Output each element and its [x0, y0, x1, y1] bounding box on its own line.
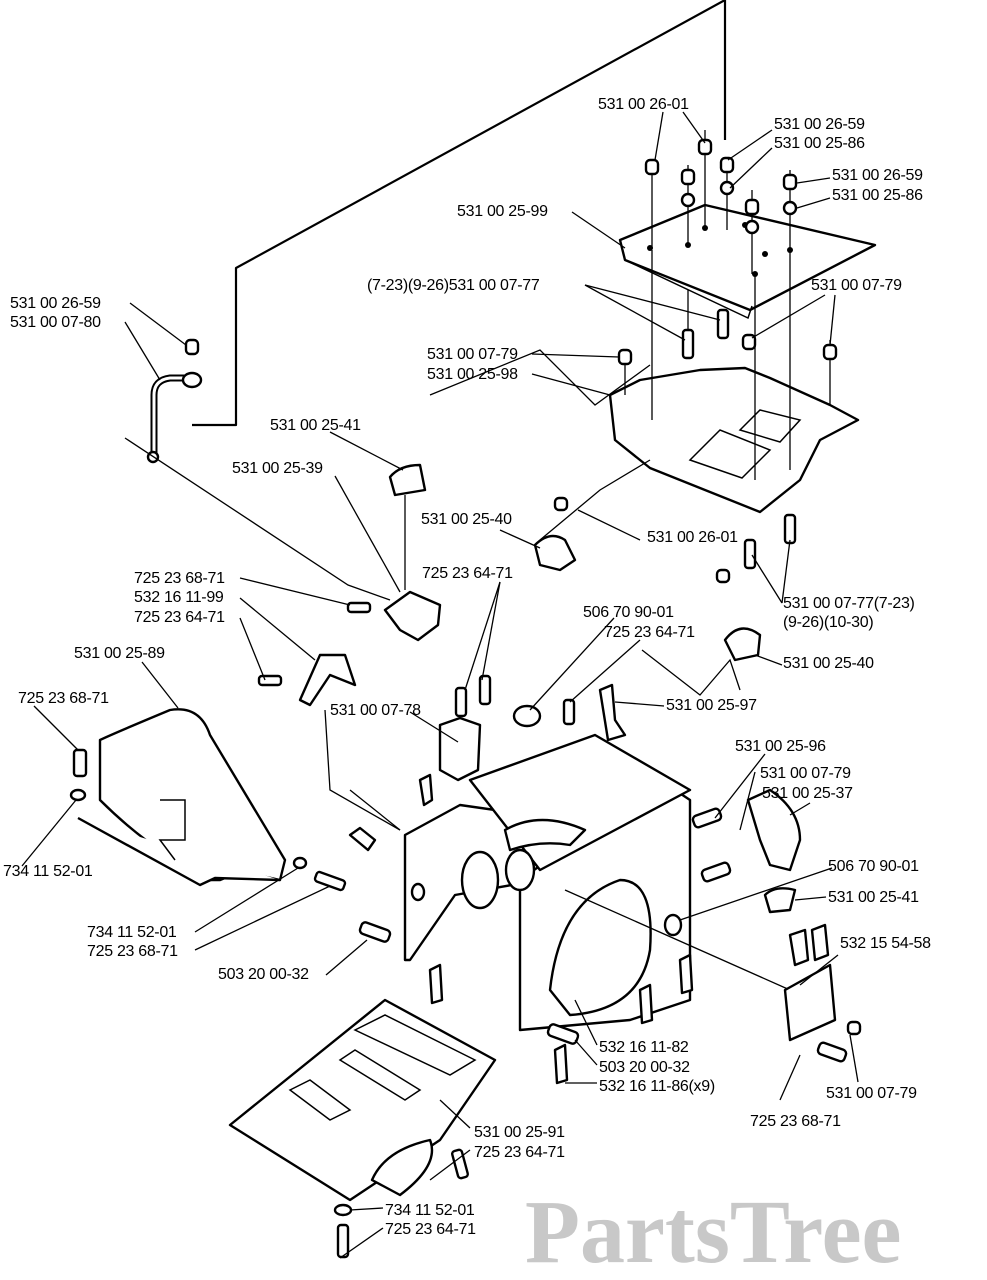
part-label: (7-23)(9-26)531 00 07-77: [367, 277, 540, 294]
part-label: (9-26)(10-30): [783, 614, 873, 631]
part-label: 503 20 00-32: [218, 966, 309, 983]
main-frame: [348, 733, 862, 1085]
part-label: 531 00 25-86: [832, 187, 923, 204]
part-label: 531 00 25-98: [427, 366, 518, 383]
part-label: 503 20 00-32: [599, 1059, 690, 1076]
part-labels: 531 00 26-01 531 00 26-59 531 00 25-86 5…: [3, 96, 931, 1238]
part-label: 725 23 64-71: [474, 1144, 565, 1161]
part-label: 531 00 25-97: [666, 697, 757, 714]
part-label: 532 16 11-82: [599, 1039, 689, 1056]
left-cover: [69, 708, 347, 892]
part-label: 725 23 64-71: [385, 1221, 476, 1238]
part-label: 531 00 26-59: [10, 295, 101, 312]
part-label: 531 00 25-41: [828, 889, 919, 906]
part-label: 506 70 90-01: [583, 604, 674, 621]
part-label: 531 00 25-40: [783, 655, 874, 672]
bracket-parts: [257, 463, 762, 831]
leader-lines: [21, 111, 859, 1259]
part-label: 531 00 07-79: [826, 1085, 917, 1102]
part-label: 531 00 07-77(7-23): [783, 595, 915, 612]
watermark-logo: PartsTree: [525, 1183, 901, 1280]
part-label: 506 70 90-01: [828, 858, 919, 875]
part-label: 725 23 68-71: [18, 690, 109, 707]
part-label: 531 00 25-91: [474, 1124, 565, 1141]
part-label: 734 11 52-01: [385, 1202, 475, 1219]
part-label: 725 23 64-71: [134, 609, 225, 626]
part-label: 532 16 11-99: [134, 589, 224, 606]
part-label: 725 23 64-71: [604, 624, 695, 641]
part-label: 531 00 07-79: [427, 346, 518, 363]
middle-plate: [429, 250, 860, 570]
part-label: 531 00 25-39: [232, 460, 323, 477]
part-label: 531 00 26-59: [832, 167, 923, 184]
connector-line: [192, 0, 727, 427]
part-label: 734 11 52-01: [3, 863, 93, 880]
part-label: 531 00 26-59: [774, 116, 865, 133]
part-label: 531 00 25-99: [457, 203, 548, 220]
part-label: 531 00 25-89: [74, 645, 165, 662]
part-label: 532 15 54-58: [840, 935, 931, 952]
part-label: 531 00 07-79: [811, 277, 902, 294]
part-label: 531 00 25-37: [762, 785, 853, 802]
part-label: 531 00 26-01: [598, 96, 689, 113]
part-label: 725 23 68-71: [87, 943, 178, 960]
bottom-plate: [228, 998, 497, 1259]
part-label: 531 00 25-86: [774, 135, 865, 152]
part-label: 531 00 25-41: [270, 417, 361, 434]
part-label: 725 23 64-71: [422, 565, 513, 582]
part-label: 531 00 25-40: [421, 511, 512, 528]
part-label: 531 00 26-01: [647, 529, 738, 546]
part-label: 725 23 68-71: [134, 570, 225, 587]
part-label: 532 16 11-86(x9): [599, 1078, 715, 1095]
part-label: 531 00 07-79: [760, 765, 851, 782]
part-label: 725 23 68-71: [750, 1113, 841, 1130]
part-label: 531 00 25-96: [735, 738, 826, 755]
part-label: 531 00 07-78: [330, 702, 421, 719]
pipe-tube: [124, 338, 391, 601]
part-label: 531 00 07-80: [10, 314, 101, 331]
part-label: 734 11 52-01: [87, 924, 177, 941]
